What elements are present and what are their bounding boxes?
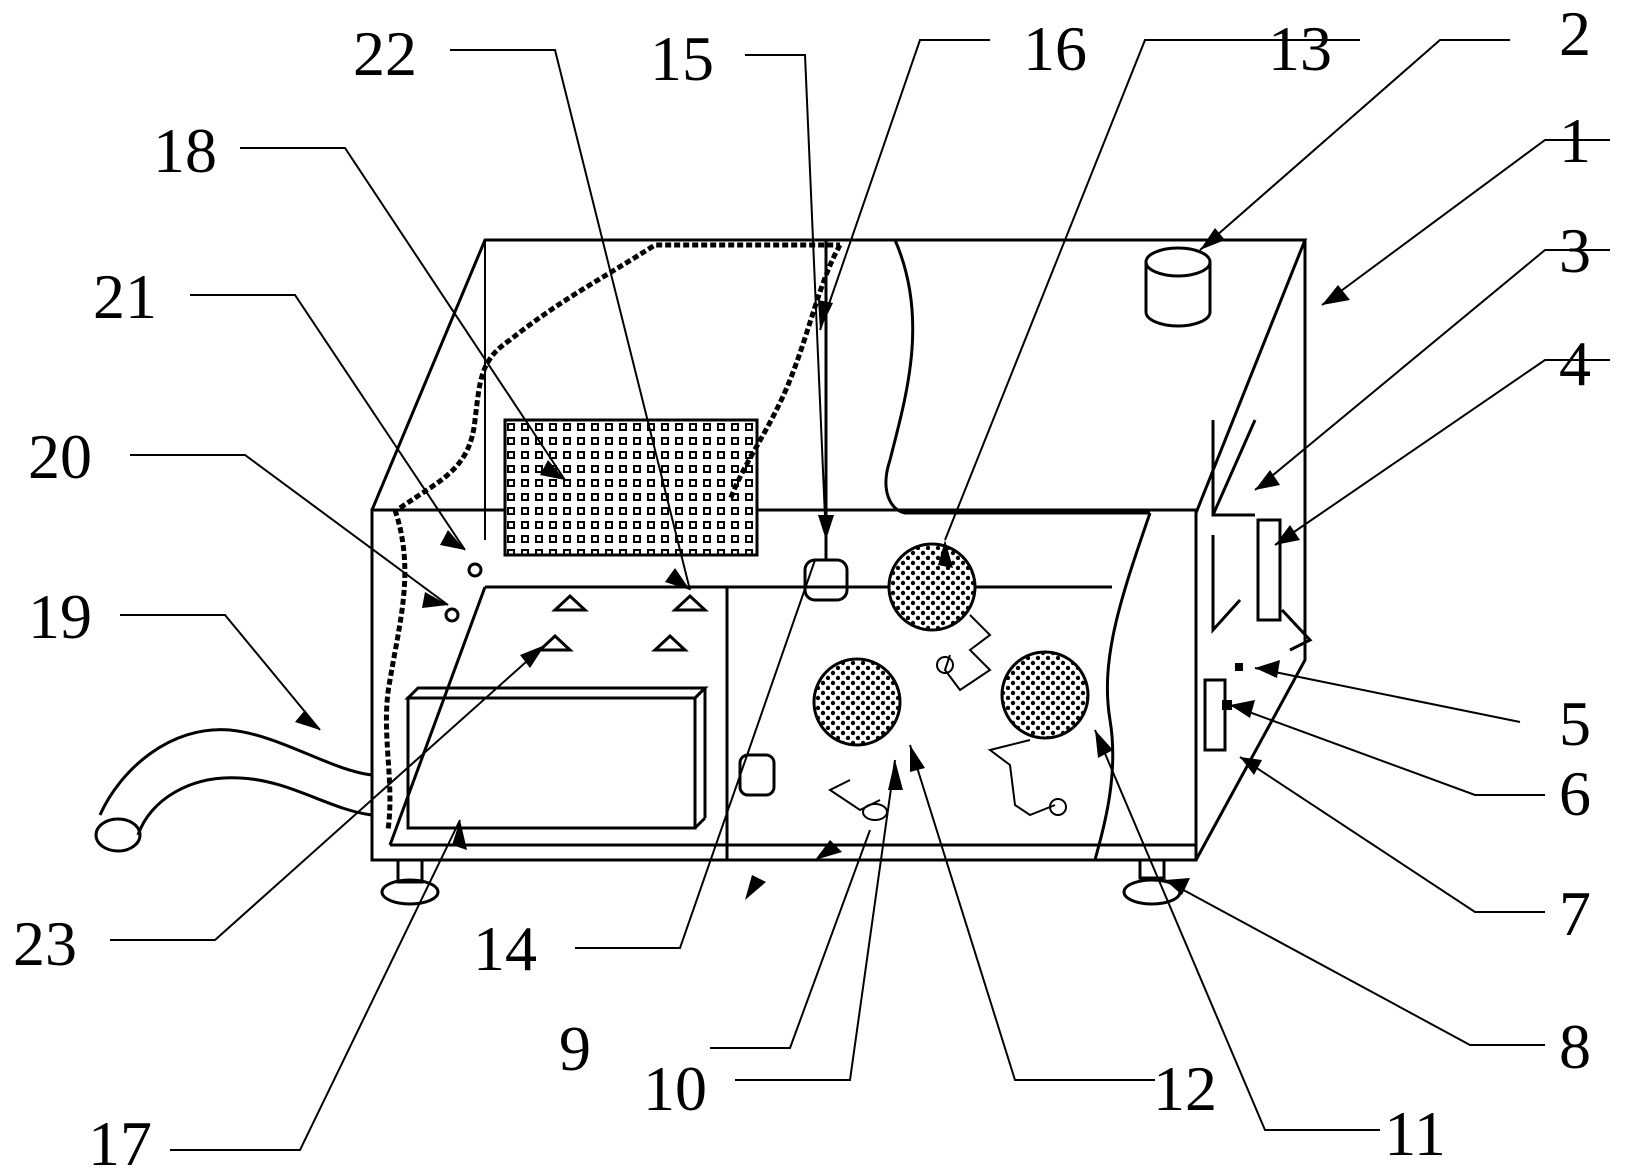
label-19: 19 xyxy=(28,581,92,652)
top-cap xyxy=(1144,246,1212,328)
label-14: 14 xyxy=(473,913,537,984)
fan-12 xyxy=(812,657,902,747)
label-16: 16 xyxy=(1023,13,1087,84)
label-13: 13 xyxy=(1268,13,1332,84)
label-22: 22 xyxy=(353,18,417,89)
label-11: 11 xyxy=(1384,1098,1446,1169)
label-2: 2 xyxy=(1559,0,1591,69)
leader-lines xyxy=(110,39,1610,1151)
cables xyxy=(383,242,843,831)
arrowheads xyxy=(295,228,1350,900)
label-3: 3 xyxy=(1559,215,1591,286)
housing xyxy=(370,238,1308,862)
label-17: 17 xyxy=(88,1108,152,1175)
mesh-panel xyxy=(503,418,759,557)
label-23: 23 xyxy=(13,908,77,979)
knob-21 xyxy=(467,562,483,578)
feet xyxy=(380,858,1182,906)
label-5: 5 xyxy=(1559,688,1591,759)
side-panel xyxy=(1203,419,1313,752)
labels: 1 2 3 4 5 6 7 8 9 10 11 12 13 14 15 16 1… xyxy=(13,0,1591,1175)
label-9: 9 xyxy=(559,1013,591,1084)
knob-20 xyxy=(444,607,460,623)
label-20: 20 xyxy=(28,421,92,492)
drawer xyxy=(404,686,709,830)
hose xyxy=(94,728,373,853)
label-8: 8 xyxy=(1559,1011,1591,1082)
label-1: 1 xyxy=(1559,105,1591,176)
label-6: 6 xyxy=(1559,758,1591,829)
fan-13 xyxy=(887,542,977,632)
label-21: 21 xyxy=(93,261,157,332)
fan-11 xyxy=(1000,650,1090,740)
label-7: 7 xyxy=(1559,878,1591,949)
label-18: 18 xyxy=(153,115,217,186)
label-4: 4 xyxy=(1559,328,1591,399)
label-10: 10 xyxy=(643,1053,707,1124)
label-15: 15 xyxy=(650,23,714,94)
brackets xyxy=(536,593,709,652)
label-12: 12 xyxy=(1153,1053,1217,1124)
